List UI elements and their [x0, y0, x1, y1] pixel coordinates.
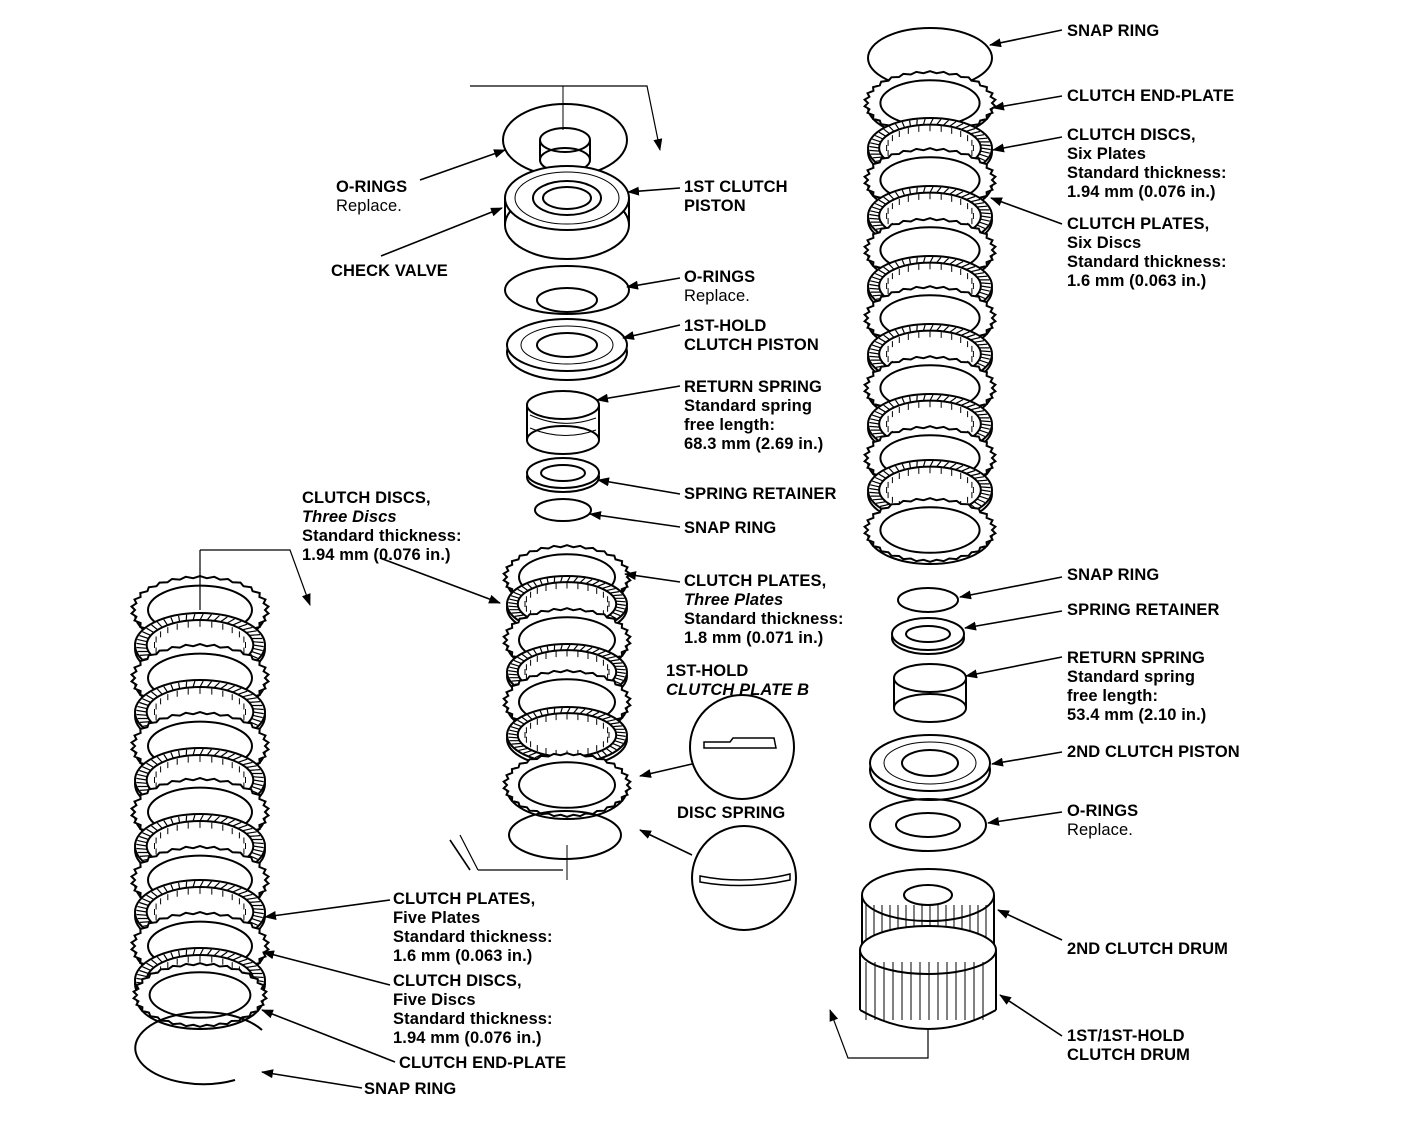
leader-2nd-clutch-piston [991, 751, 1063, 767]
label-spring-retainer-center: SPRING RETAINER [684, 485, 837, 503]
leader-return-spring-center [596, 385, 681, 403]
right-1st-clutch-drum [859, 925, 997, 1030]
o-ring-sleeve [539, 140, 591, 160]
label-clutch-discs-three: CLUTCH DISCS, Three Discs Standard thick… [302, 489, 462, 564]
leader-lines [199, 29, 1063, 1089]
snap-ring-center [534, 498, 592, 522]
center-axis-bracket [470, 85, 663, 151]
label-check-valve: CHECK VALVE [331, 262, 448, 280]
label-snap-ring-left: SNAP RING [364, 1080, 457, 1098]
leader-snap-ring-right-top [989, 29, 1063, 48]
leader-2nd-clutch-drum [997, 909, 1063, 941]
leader-spring-retainer-center [597, 477, 681, 495]
label-snap-ring-center: SNAP RING [684, 519, 777, 537]
leader-end-plate-left [261, 1009, 396, 1063]
leader-disc-spring [639, 829, 693, 856]
label-spring-retainer-right: SPRING RETAINER [1067, 601, 1220, 619]
label-1st-hold-clutch-plate-b: 1ST-HOLD CLUTCH PLATE B [666, 662, 810, 699]
parts-layer [129, 27, 998, 1086]
leader-plate-b [639, 763, 693, 778]
leader-clutch-plates-five [264, 899, 391, 920]
label-clutch-end-plate-right: CLUTCH END-PLATE [1067, 87, 1235, 105]
o-ring-small-mid [536, 287, 598, 313]
right-2nd-clutch-piston [869, 734, 991, 801]
label-disc-spring: DISC SPRING [677, 804, 786, 822]
leader-center-bottom-bracket [449, 839, 471, 871]
leader-o-rings-mid [626, 277, 681, 290]
label-o-rings-mid: O-RINGS Replace. [684, 268, 756, 305]
leader-snap-ring-center [589, 511, 681, 528]
leader-snap-ring-right-mid [959, 576, 1063, 600]
label-snap-ring-right-top: SNAP RING [1067, 22, 1160, 40]
spring-retainer-center [526, 457, 600, 493]
label-2nd-clutch-drum: 2ND CLUTCH DRUM [1067, 940, 1228, 958]
o-ring-large-mid [504, 265, 630, 315]
right-snap-ring-mid [897, 587, 959, 613]
left-snap-ring [134, 1011, 263, 1086]
leader-o-rings-top [419, 149, 506, 181]
leader-clutch-discs-five [262, 950, 391, 986]
label-clutch-plates-six: CLUTCH PLATES, Six Discs Standard thickn… [1067, 215, 1227, 290]
1st-clutch-piston [504, 165, 630, 260]
leader-end-plate-right [992, 95, 1063, 111]
label-return-spring-center: RETURN SPRING Standard spring free lengt… [684, 378, 824, 453]
detail-circle-disc-spring [691, 825, 797, 931]
label-clutch-end-plate-left: CLUTCH END-PLATE [399, 1054, 567, 1072]
right-return-spring [893, 663, 967, 723]
label-clutch-discs-five: CLUTCH DISCS, Five Discs Standard thickn… [393, 972, 553, 1047]
1st-hold-clutch-plate-b [502, 752, 632, 820]
center-axis [562, 86, 568, 880]
disc-spring-center [508, 810, 622, 860]
leader-clutch-plates-three [624, 571, 681, 583]
clutch-disc-center-3 [506, 706, 628, 768]
label-1st-1st-hold-clutch-drum: 1ST/1ST-HOLD CLUTCH DRUM [1067, 1027, 1190, 1064]
left-axis-bracket [199, 549, 310, 610]
leader-clutch-discs-three [379, 557, 501, 604]
right-o-ring-large [869, 798, 987, 852]
detail-circle-plate-b [689, 694, 795, 800]
leader-1st-clutch-piston [627, 186, 681, 196]
label-o-rings-right: O-RINGS Replace. [1067, 802, 1139, 839]
right-spring-retainer [891, 617, 965, 655]
label-clutch-plates-five: CLUTCH PLATES, Five Plates Standard thic… [393, 890, 553, 965]
1st-hold-clutch-piston [506, 318, 628, 381]
right-axis-bracket [829, 1009, 929, 1059]
right-o-ring-small [895, 812, 961, 838]
left-clutch-end-plate [131, 962, 269, 1030]
label-2nd-clutch-piston: 2ND CLUTCH PISTON [1067, 743, 1240, 761]
right-clutch-plate-6 [862, 497, 998, 565]
label-return-spring-right: RETURN SPRING Standard spring free lengt… [1067, 649, 1207, 724]
label-clutch-discs-six: CLUTCH DISCS, Six Plates Standard thickn… [1067, 126, 1227, 201]
leader-1st-hold-piston [622, 324, 681, 340]
label-clutch-plates-three: CLUTCH PLATES, Three Plates Standard thi… [684, 572, 844, 647]
leader-spring-retainer-right [964, 610, 1063, 631]
label-1st-clutch-piston: 1ST CLUTCH PISTON [684, 178, 788, 215]
leader-o-rings-right [987, 811, 1063, 826]
label-o-rings-top: O-RINGS Replace. [336, 178, 408, 215]
leader-1st-clutch-drum [999, 994, 1063, 1037]
leader-snap-ring-left [261, 1069, 363, 1089]
leader-clutch-plates-six [990, 197, 1063, 225]
leader-clutch-discs-six [992, 136, 1063, 153]
center-bottom-bracket [459, 834, 563, 871]
label-1st-hold-clutch-piston: 1ST-HOLD CLUTCH PISTON [684, 317, 819, 354]
return-spring-center [526, 390, 600, 455]
leader-return-spring-right [965, 656, 1063, 679]
leader-check-valve [380, 207, 503, 257]
label-snap-ring-right-mid: SNAP RING [1067, 566, 1160, 584]
